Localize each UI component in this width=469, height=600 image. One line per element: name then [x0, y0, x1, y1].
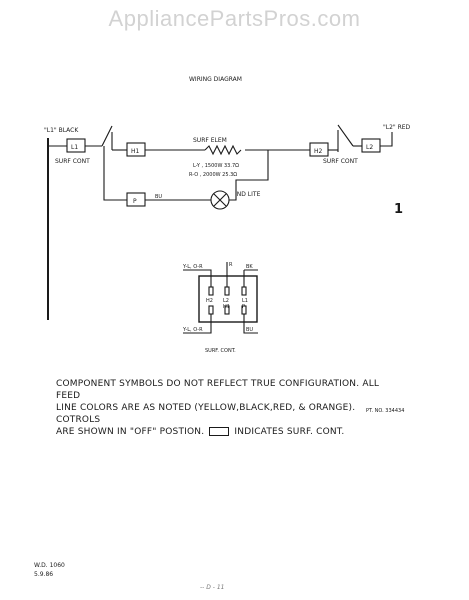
- note-line-3: ARE SHOWN IN "OFF" POSTION. INDICATES SU…: [56, 426, 386, 438]
- ind-lite-cross: [213, 193, 227, 207]
- surf-cont-caption: SURF. CONT.: [205, 348, 236, 354]
- top-left-wire: [183, 269, 212, 287]
- surf-cont-symbol-icon: [209, 427, 230, 436]
- footer-mark: -- D - 11: [200, 584, 225, 591]
- term-l2-label: L2: [223, 298, 229, 304]
- wd-date: 5.9.86: [34, 571, 54, 578]
- term-p-post: [241, 286, 247, 296]
- l2-terminal-label: L2: [366, 144, 373, 151]
- surf-elem-label: SURF ELEM: [193, 137, 227, 144]
- note-line-2: LINE COLORS ARE AS NOTED (YELLOW,BLACK,R…: [56, 403, 356, 425]
- surf-cont-box: [198, 275, 258, 323]
- h1-terminal-label: H1: [131, 148, 140, 155]
- note-line-3b: INDICATES SURF. CONT.: [234, 427, 345, 437]
- bottom-left-wire-label: Y-L, O-R: [182, 327, 203, 333]
- wd-block: W.D. 1060 5.9.86: [34, 561, 65, 579]
- right-switch-blade: [337, 124, 354, 147]
- left-switch-blade: [101, 125, 113, 147]
- term-h1-label: H1: [223, 304, 230, 310]
- surf-cont-right-label: SURF CONT: [323, 158, 358, 165]
- term-h2-post-bottom: [208, 305, 214, 315]
- term-h1-post-bottom: [224, 305, 230, 315]
- surface-element-resistor: [204, 144, 242, 156]
- top-mid-wire-label: R: [229, 262, 233, 268]
- l1-terminal-label: L1: [71, 144, 78, 151]
- term-l1-label: L1: [242, 298, 248, 304]
- watermark: AppliancePartsPros.com: [108, 6, 361, 31]
- note-line-1: COMPONENT SYMBOLS DO NOT REFLECT TRUE CO…: [56, 379, 380, 401]
- wd-code: W.D. 1060: [34, 562, 65, 569]
- element-spec-2: R-O , 2000W 25.3Ω: [189, 172, 237, 178]
- surf-cont-left-label: SURF CONT: [55, 158, 90, 165]
- right-mark: 1: [394, 202, 403, 217]
- bottom-left-wire: [183, 314, 212, 334]
- element-spec-1: L-Y , 1500W 33.7Ω: [193, 163, 239, 169]
- h2-terminal-label: H2: [314, 148, 323, 155]
- pilot-branch-wire: [103, 146, 127, 201]
- term-h2-post: [208, 286, 214, 296]
- l1-label: "L1" BLACK: [44, 127, 79, 134]
- top-left-wire-label: Y-L, O-R: [182, 264, 203, 270]
- bottom-right-wire: [243, 314, 258, 334]
- diagram-title: WIRING DIAGRAM: [189, 76, 242, 83]
- ind-lite-label: IND LITE: [235, 191, 261, 198]
- top-right-wire-label: BK: [246, 264, 253, 270]
- bu-wire-label: BU: [155, 194, 162, 200]
- bottom-right-wire-label: BU: [246, 327, 253, 333]
- ind-lite-return-wire: [229, 150, 269, 201]
- p-terminal-label: P: [133, 198, 137, 205]
- l2-feed-wire: [380, 132, 393, 147]
- top-right-wire: [243, 269, 258, 287]
- notes-block: COMPONENT SYMBOLS DO NOT REFLECT TRUE CO…: [56, 378, 386, 438]
- note-line-3a: ARE SHOWN IN "OFF" POSTION.: [56, 427, 205, 437]
- part-number: PT. NO. 334434: [366, 408, 405, 414]
- term-h2-label: H2: [206, 298, 213, 304]
- term-p-label: P: [242, 304, 245, 310]
- l2-label: "L2" RED: [383, 124, 411, 131]
- term-l2-post: [224, 286, 230, 296]
